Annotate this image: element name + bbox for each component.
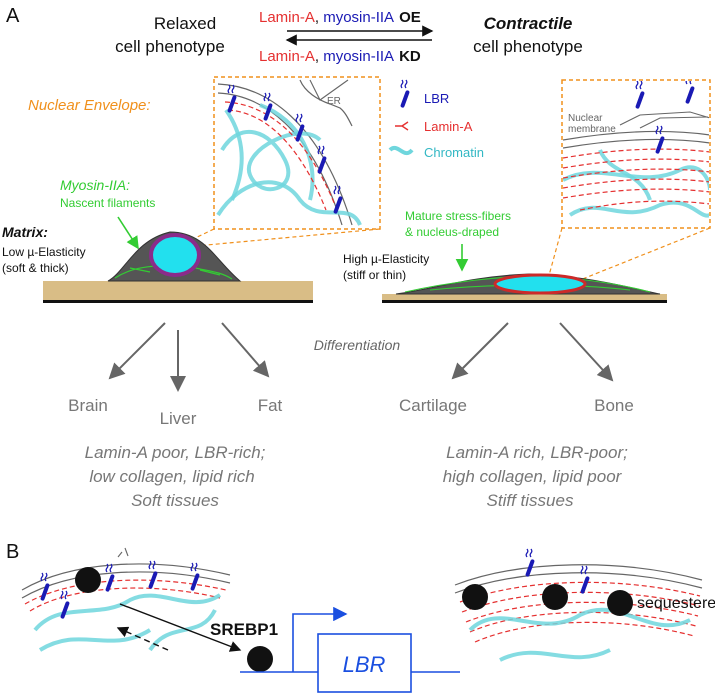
legend-chromatin-icon <box>388 146 414 156</box>
legend-lbr: LBR <box>424 91 449 106</box>
tissue-fat: Fat <box>258 396 283 415</box>
sequestered-dot-3 <box>607 590 633 616</box>
relaxed-sub: cell phenotype <box>115 37 225 56</box>
arrow-fat <box>221 322 270 378</box>
srebp1-release-arrow <box>119 603 242 652</box>
myosin-sub: Nascent filaments <box>60 196 155 210</box>
mature-2: & nucleus-draped <box>405 225 499 239</box>
right-summary-1: Lamin-A rich, LBR-poor; <box>446 443 628 462</box>
nuclear-membrane-label-1: Nuclear <box>568 113 603 124</box>
nuclear-envelope-label: Nuclear Envelope: <box>28 97 151 114</box>
right-summary-2: high collagen, lipid poor <box>443 467 623 486</box>
stiff-matrix-cell <box>382 273 667 303</box>
srebp1-label: SREBP1 <box>210 620 278 639</box>
left-zoom-inset: ER <box>213 76 381 230</box>
left-summary-1: Lamin-A poor, LBR-rich; <box>85 443 266 462</box>
left-summary-2: low collagen, lipid rich <box>89 467 254 486</box>
soft-matrix-cell <box>43 231 313 303</box>
legend-lamin-icon <box>394 121 409 131</box>
lbr-gene-box <box>317 633 412 693</box>
matrix-high-1: High µ-Elasticity <box>343 252 429 266</box>
legend-lamin: Lamin-A <box>424 119 473 134</box>
myosin-arrow <box>117 216 139 250</box>
stiff-substrate <box>382 294 667 300</box>
matrix-title: Matrix: <box>2 224 48 240</box>
legend: LBR Lamin-A Chromatin <box>388 79 484 160</box>
contractile-sub: cell phenotype <box>473 37 583 56</box>
left-nucleus <box>149 233 201 277</box>
soft-substrate <box>43 281 313 301</box>
arrow-brain <box>108 322 166 380</box>
tissue-cartilage: Cartilage <box>399 396 467 415</box>
sequestered-dot-2 <box>542 584 568 610</box>
lbr-gene-label: LBR <box>343 652 386 677</box>
mature-1: Mature stress-fibers <box>405 209 511 223</box>
srebp1-free-dot <box>247 646 273 672</box>
right-summary-3: Stiff tissues <box>487 491 574 510</box>
matrix-low-2: (soft & thick) <box>2 261 69 275</box>
tissue-brain: Brain <box>68 396 108 415</box>
tissue-liver: Liver <box>160 409 197 428</box>
left-summary-3: Soft tissues <box>131 491 219 510</box>
matrix-low-1: Low µ-Elasticity <box>2 245 86 259</box>
contractile-label: Contractile <box>484 14 573 33</box>
sequestered-label: sequestered <box>637 595 715 612</box>
sequestered-dot-1 <box>462 584 488 610</box>
promoter-arrow <box>292 606 348 672</box>
matrix-high-2: (stiff or thin) <box>343 268 406 282</box>
arrow-bone <box>559 322 614 382</box>
nuclear-membrane-label-2: membrane <box>568 124 616 135</box>
er-label: ER <box>327 96 341 107</box>
arrow-cartilage <box>451 322 509 380</box>
panel-b-right-envelope <box>454 548 703 662</box>
relaxed-label: Relaxed <box>154 14 216 33</box>
panel-b-letter: B <box>6 541 19 563</box>
right-nucleus <box>493 273 587 295</box>
myosin-title: Myosin-IIA: <box>60 177 130 193</box>
panel-a-letter: A <box>6 5 20 27</box>
srebp1-bound-dot <box>75 567 101 593</box>
legend-lbr-icon <box>399 79 411 109</box>
differentiation-label: Differentiation <box>314 337 401 353</box>
right-zoom-inset: Nuclear membrane <box>561 79 711 229</box>
right-leader-1 <box>544 227 563 291</box>
legend-chromatin: Chromatin <box>424 145 484 160</box>
tissue-bone: Bone <box>594 396 634 415</box>
srebp1-return-arrow <box>116 626 169 651</box>
left-leader-2 <box>184 228 381 248</box>
lbr-gene: LBR <box>240 606 460 693</box>
